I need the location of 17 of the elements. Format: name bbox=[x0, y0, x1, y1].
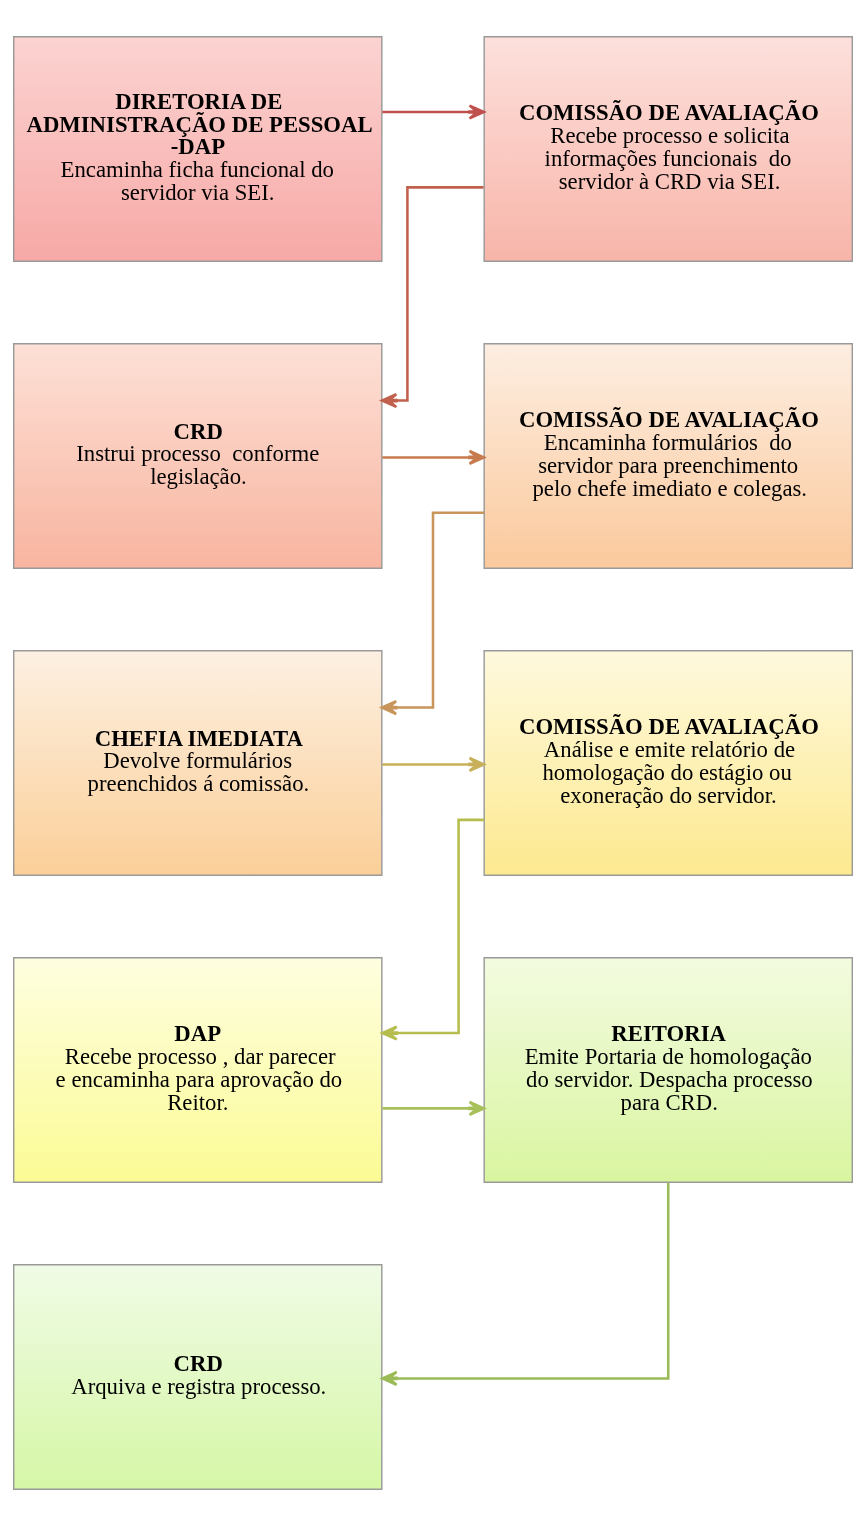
node-box: CRD Arquiva e registra processo. bbox=[13, 1264, 383, 1490]
node-box: DAP Recebe processo , dar parecer e encaminha para aprovação do Reitor. bbox=[13, 957, 383, 1183]
node-box: CRD Instrui processo conforme legislação. bbox=[13, 343, 383, 569]
arrow bbox=[382, 756, 486, 773]
arrow bbox=[380, 186, 484, 409]
arrow bbox=[381, 1182, 670, 1387]
arrow bbox=[382, 1100, 486, 1117]
node-box: COMISSÃO DE AVALIAÇÃO Recebe processo e solicita informações funcionais do servidor à CRD via SEI. bbox=[483, 36, 853, 262]
arrow bbox=[381, 818, 484, 1041]
node-box: CHEFIA IMEDIATA Devolve formulários preenchidos á comissão. bbox=[13, 650, 383, 876]
node-box: DIRETORIA DE ADMINISTRAÇÃO DE PESSOAL -DAP Encaminha ficha funcional do servidor via SEI. bbox=[13, 36, 383, 262]
node-box: COMISSÃO DE AVALIAÇÃO Encaminha formulários do servidor para preenchimento pelo chefe imediato e colegas. bbox=[483, 343, 853, 569]
arrow bbox=[382, 449, 486, 466]
arrow bbox=[382, 104, 486, 120]
node-box: COMISSÃO DE AVALIAÇÃO Análise e emite relatório de homologação do estágio ou exoneração do servidor. bbox=[483, 650, 853, 876]
node-box: REITORIA Emite Portaria de homologação do servidor. Despacha processo para CRD. bbox=[483, 957, 853, 1183]
arrow bbox=[380, 511, 485, 716]
